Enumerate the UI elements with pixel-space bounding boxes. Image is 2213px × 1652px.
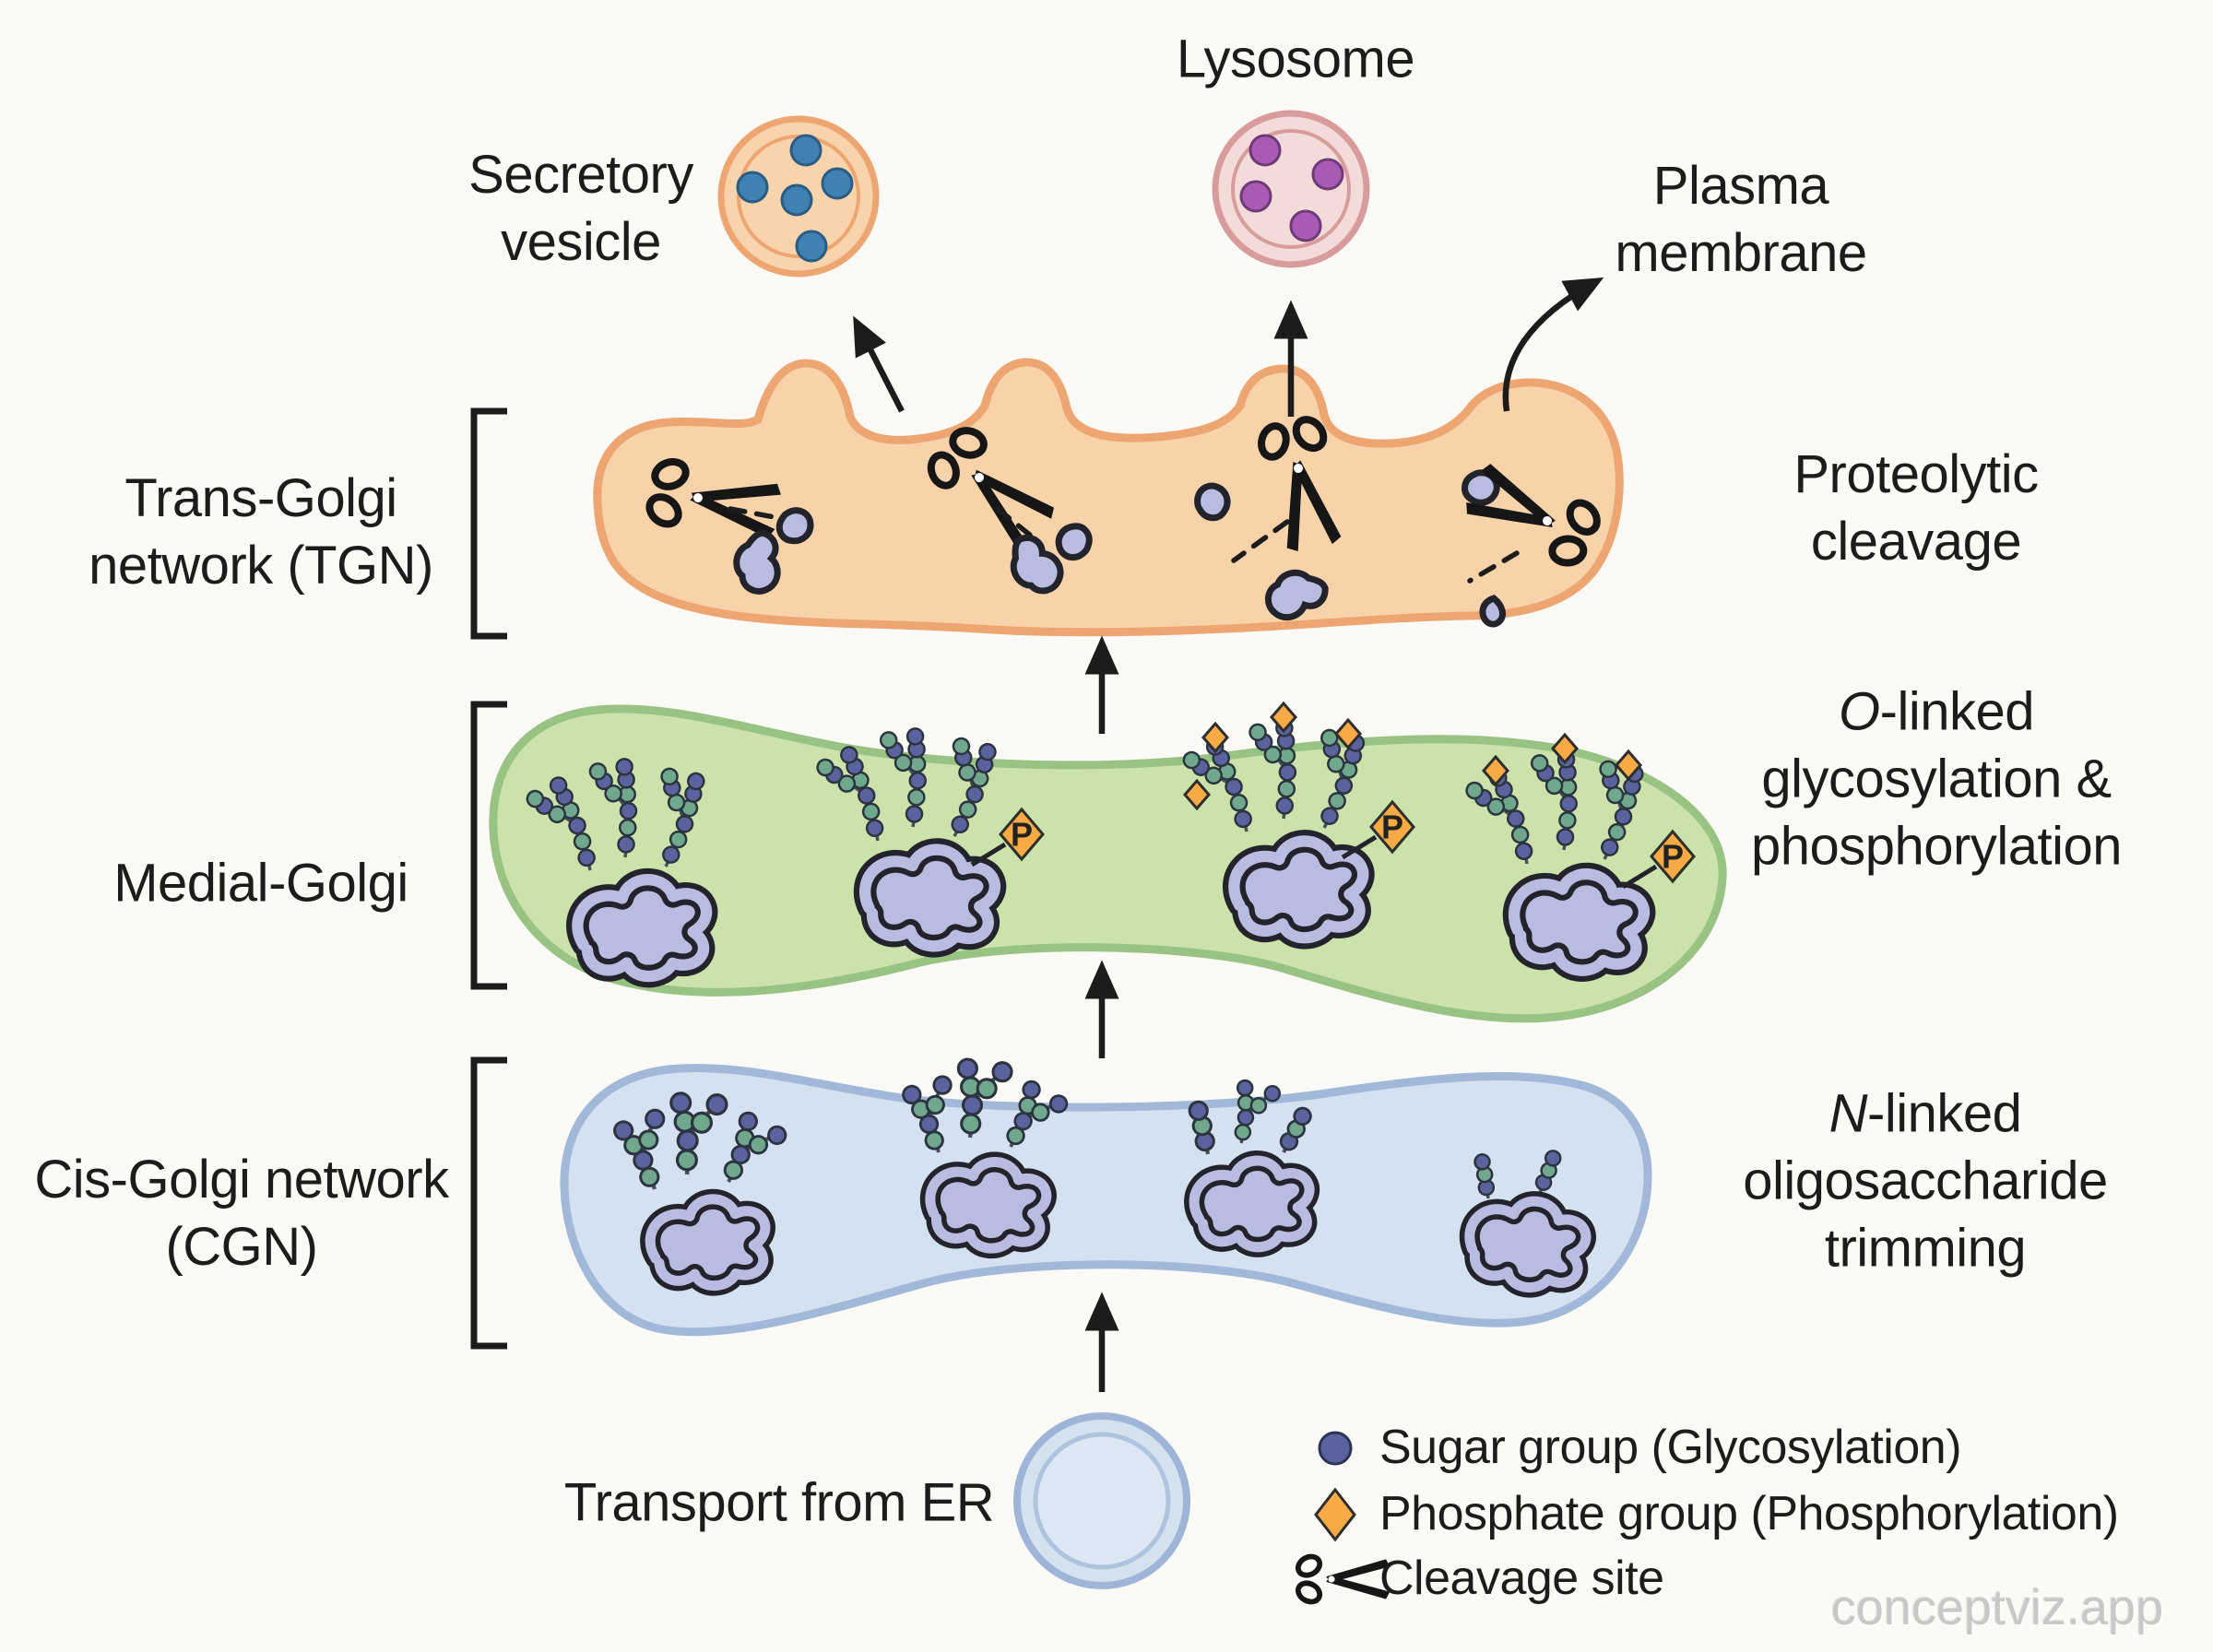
lysosome-label: Lysosome [1176,29,1415,89]
lysosome-circle [1212,110,1370,268]
phosphate-letter: P [1011,816,1033,854]
protein-fragment [1483,598,1503,624]
cgn-name-label: Cis-Golgi network (CGN) [34,1149,449,1277]
sugar-group-dot-icon [1318,1431,1353,1466]
watermark: conceptviz.app [1830,1579,2164,1635]
medial-bracket [470,701,507,990]
secretory-vesicle-circle [717,115,880,277]
phosphate-diamond-icon [1314,1487,1356,1542]
er-transport-vesicle-circle [1013,1412,1190,1589]
plasma-membrane-label: Plasma membrane [1615,155,1867,283]
cut-line [1231,519,1290,563]
cut-line [728,506,792,523]
legend-item-phosphate-group: Phosphate group (Phosphorylation) [1379,1487,2119,1541]
tgn-name-label: Trans-Golgi network (TGN) [89,467,433,596]
tgn-bracket [470,407,507,640]
protein-knot [647,1195,770,1291]
cgn-bracket [470,1056,507,1350]
protein-fragment [1195,484,1230,520]
medial-golgi-blob [489,704,1727,1023]
cleavage-group-1 [642,454,814,595]
cut-line [1467,550,1520,584]
cleavage-group-2 [917,417,1095,600]
protein-knot [928,1159,1047,1251]
phosphate-letter: P [1662,838,1684,876]
legend-item-sugar-group: Sugar group (Glycosylation) [1379,1421,1962,1475]
cleavage-scissors-icon [1295,1553,1390,1606]
cleavage-group-3 [1195,411,1351,620]
protein-knot [1191,1157,1313,1251]
phosphate-letter: P [1381,808,1403,846]
legend-item-cleavage-site: Cleavage site [1379,1552,1664,1606]
cleavage-group-4 [1459,454,1609,624]
secretory-cargo-dots [736,134,854,263]
tgn-blob [593,358,1624,637]
cgn-blob [560,1064,1652,1337]
secretory-vesicle-label: Secretory vesicle [468,144,693,272]
transport-from-er-label: Transport from ER [563,1472,995,1533]
medial-golgi-name-label: Medial-Golgi [113,853,408,914]
lysosome-cargo-dots [1239,134,1344,242]
n-linked-trimming-label: N-linked oligosaccharide trimming [1743,1083,2108,1279]
arrow-to-secretory-vesicle [853,315,905,413]
o-linked-glycosylation-label: O-linked glycosylation & phosphorylation [1750,681,2123,877]
protein-knot [574,876,710,981]
arrow-to-plasma-membrane [1502,277,1604,412]
proteolytic-cleavage-label: Proteolytic cleavage [1793,443,2039,572]
